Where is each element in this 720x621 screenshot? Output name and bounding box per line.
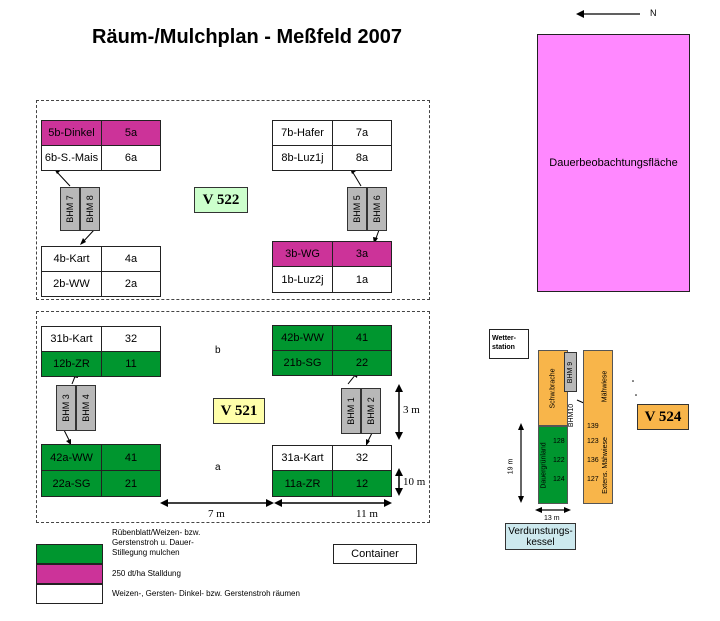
bhm-3: BHM 3: [56, 385, 76, 431]
plot-21-a: 21: [101, 470, 161, 497]
v522-area: [36, 100, 430, 300]
plot-7b: 7b-Hafer: [272, 120, 333, 146]
bhm-5: BHM 5: [347, 187, 367, 231]
legend-white-text: Weizen-, Gersten- Dinkel- bzw. Gerstenst…: [112, 589, 300, 598]
legend-green-text: Rübenblatt/Weizen- bzw. Gerstenstroh u. …: [112, 528, 200, 558]
bhm-6: BHM 6: [367, 187, 387, 231]
wetterstation-line1: Wetter-: [492, 335, 516, 342]
plot-6b: 6b-S.-Mais: [41, 145, 102, 171]
legend-white-swatch: [36, 584, 103, 604]
verdunstungskessel-line2: kessel: [526, 537, 555, 548]
plot-5b: 5b-Dinkel: [41, 120, 102, 146]
plot-21b: 21b-SG: [272, 350, 333, 376]
num-136: 136: [587, 457, 599, 464]
legend-magenta-text: 250 dt/ha Stalldung: [112, 569, 181, 578]
north-label: N: [650, 8, 657, 18]
maehwiese-label-wrap: Mähwiese: [596, 356, 614, 416]
v524-label: V 524: [637, 404, 689, 430]
bhm-4: BHM 4: [76, 385, 96, 431]
num-124: 124: [553, 476, 565, 483]
dim-10m: 10 m: [403, 476, 426, 488]
legend-green-line2: Gerstenstroh u. Dauer-: [112, 538, 194, 547]
ext-maehwiese-label: Extens. Mähwiese: [601, 436, 609, 494]
bhm-7: BHM 7: [60, 187, 80, 231]
num-122: 122: [553, 457, 565, 464]
plot-41-a: 41: [101, 444, 161, 471]
v521-label: V 521: [213, 398, 265, 424]
bhm-8: BHM 8: [80, 187, 100, 231]
plot-31a: 31a-Kart: [272, 445, 333, 471]
plot-22a: 22a-SG: [41, 470, 102, 497]
plot-8b: 8b-Luz1j: [272, 145, 333, 171]
v521-area: [36, 311, 430, 523]
block-a-label: a: [215, 462, 221, 473]
plot-1a: 1a: [332, 266, 392, 293]
dim-19m-wrap: 19 m: [505, 456, 517, 476]
dim-7m: 7 m: [208, 508, 225, 520]
legend-magenta-swatch: [36, 564, 103, 584]
plot-7a: 7a: [332, 120, 392, 146]
schwarzbrache-label: Schw.brache: [549, 367, 557, 409]
bhm-1: BHM 1: [341, 388, 361, 434]
plot-12-a: 12: [332, 470, 392, 497]
num-123: 123: [587, 438, 599, 445]
bhm-9: BHM 9: [564, 352, 577, 392]
dim-19m: 19 m: [507, 458, 515, 474]
plot-6a: 6a: [101, 145, 161, 171]
plot-5a: 5a: [101, 120, 161, 146]
page-title: Räum-/Mulchplan - Meßfeld 2007: [92, 26, 403, 48]
num-127: 127: [587, 476, 599, 483]
v522-label: V 522: [194, 187, 248, 213]
dim-3m: 3 m: [403, 404, 420, 416]
plot-31b: 31b-Kart: [41, 326, 102, 352]
num-139: 139: [587, 423, 599, 430]
verdunstungskessel: Verdunstungs- kessel: [505, 523, 576, 550]
dauerbeobachtungsflaeche: Dauerbeobachtungsfläche: [537, 34, 690, 292]
plot-4a: 4a: [101, 246, 161, 272]
wetterstation-line2: station: [492, 344, 515, 351]
plot-32-b: 32: [101, 326, 161, 352]
plot-11a: 11a-ZR: [272, 470, 333, 497]
plot-11-b: 11: [101, 351, 161, 377]
num-128: 128: [553, 438, 565, 445]
maehwiese-plot: [583, 350, 613, 504]
container-legend: Container: [333, 544, 417, 564]
plot-42a: 42a-WW: [41, 444, 102, 471]
plot-8a: 8a: [332, 145, 392, 171]
plot-3b: 3b-WG: [272, 241, 333, 267]
dauergruenland-label: Dauergrünland: [540, 441, 548, 489]
plot-22-b: 22: [332, 350, 392, 376]
plot-3a: 3a: [332, 241, 392, 267]
legend-green-swatch: [36, 544, 103, 564]
plot-2b: 2b-WW: [41, 271, 102, 297]
bhm-2: BHM 2: [361, 388, 381, 434]
schwarzbrache-plot: [538, 350, 568, 426]
plot-2a: 2a: [101, 271, 161, 297]
plot-32-a: 32: [332, 445, 392, 471]
maehwiese-label: Mähwiese: [601, 370, 609, 402]
plot-41-b: 41: [332, 325, 392, 351]
legend-green-line1: Rübenblatt/Weizen- bzw.: [112, 528, 201, 537]
legend-green-line3: Stillegung mulchen: [112, 548, 180, 557]
verdunstungskessel-line1: Verdunstungs-: [508, 526, 573, 537]
dauergruenland-plot: [538, 426, 568, 504]
plot-42b: 42b-WW: [272, 325, 333, 351]
dim-11m: 11 m: [356, 508, 378, 520]
dauergruenland-label-wrap: Dauergrünland: [536, 430, 552, 500]
dim-13m: 13 m: [544, 515, 560, 522]
plot-12b: 12b-ZR: [41, 351, 102, 377]
plot-4b: 4b-Kart: [41, 246, 102, 272]
wetterstation: Wetter- station: [489, 329, 529, 359]
plot-1b: 1b-Luz2j: [272, 266, 333, 293]
block-b-label: b: [215, 345, 221, 356]
